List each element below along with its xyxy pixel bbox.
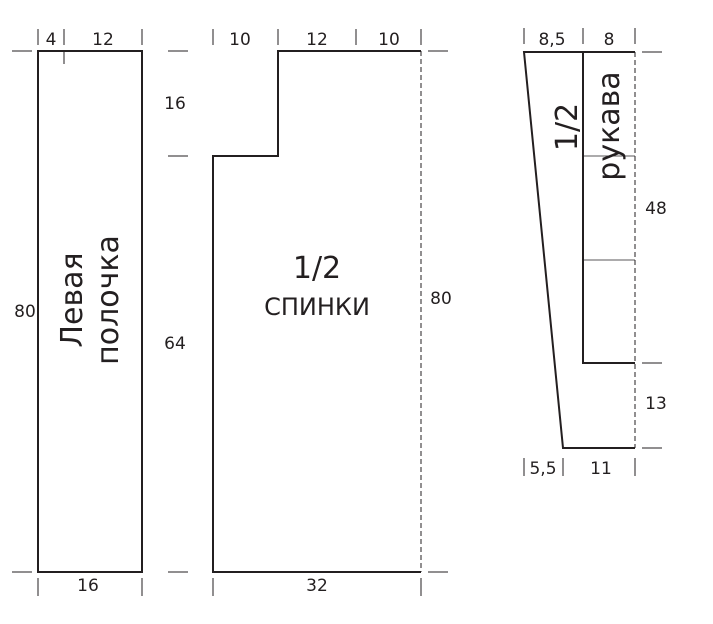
dim-body-height: 64: [164, 334, 186, 354]
dim-neck-half-width: 10: [378, 30, 400, 50]
piece-title-line2: рукава: [592, 71, 627, 180]
dim-top-right: 8: [604, 30, 615, 50]
dim-bottom-width: 32: [306, 576, 328, 596]
piece-title-line1: 1/2: [550, 103, 585, 151]
dim-shoulder-width: 12: [306, 30, 328, 50]
piece-title-line1: Левая: [55, 252, 90, 347]
back-piece: 10 12 10 16 64 80 32 1/2 СПИНКИ: [164, 29, 452, 596]
left-front-piece: 4 12 80 16 Левая полочка: [12, 29, 143, 596]
dim-cuff-length: 13: [645, 394, 667, 414]
dim-bottom-right: 11: [590, 459, 612, 479]
piece-title-line1: 1/2: [293, 251, 341, 286]
sleeve-outline: [522, 51, 635, 449]
left-front-top-ticks: [12, 29, 143, 596]
back-ticks: [168, 29, 448, 596]
dim-total-height: 80: [430, 289, 452, 309]
dim-shoulder-width: 12: [92, 30, 114, 50]
piece-title-line2: полочка: [91, 235, 126, 365]
sleeve-piece: 8,5 8 48 13 5,5 11 1/2 рукава: [522, 28, 667, 479]
dim-armhole-height: 16: [164, 94, 186, 114]
dim-neck-width: 4: [46, 30, 57, 50]
dim-height: 80: [14, 302, 36, 322]
dim-armhole-width: 10: [229, 30, 251, 50]
dim-bottom-width: 16: [77, 576, 99, 596]
piece-title-line2: СПИНКИ: [264, 293, 370, 321]
dim-sleeve-length: 48: [645, 199, 667, 219]
dim-top-left: 8,5: [538, 30, 565, 50]
back-outline: [212, 50, 421, 573]
sleeve-ticks: [523, 28, 662, 476]
dim-bottom-left: 5,5: [529, 459, 556, 479]
left-front-outline: [37, 50, 143, 573]
